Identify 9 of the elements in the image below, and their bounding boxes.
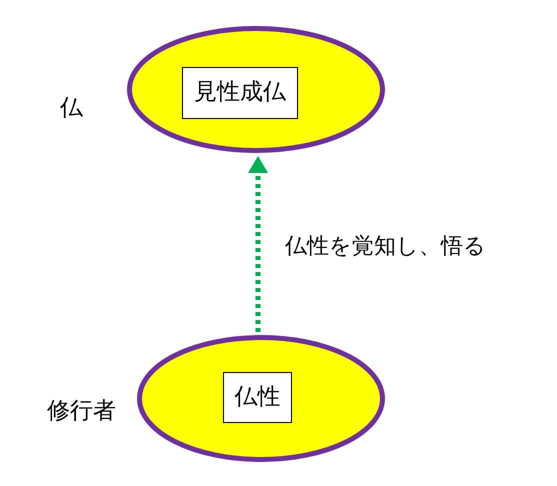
node-text: 仏性: [234, 384, 280, 410]
text-box: [182, 67, 298, 119]
node-text: 見性成仏: [194, 80, 286, 106]
dashed-arrow: [248, 156, 268, 332]
text-box: [223, 372, 292, 423]
ellipse-shape: [137, 335, 385, 462]
side-label: 修行者: [47, 399, 116, 424]
side-label: 仏: [60, 96, 83, 122]
ellipse-shape: [127, 26, 385, 153]
